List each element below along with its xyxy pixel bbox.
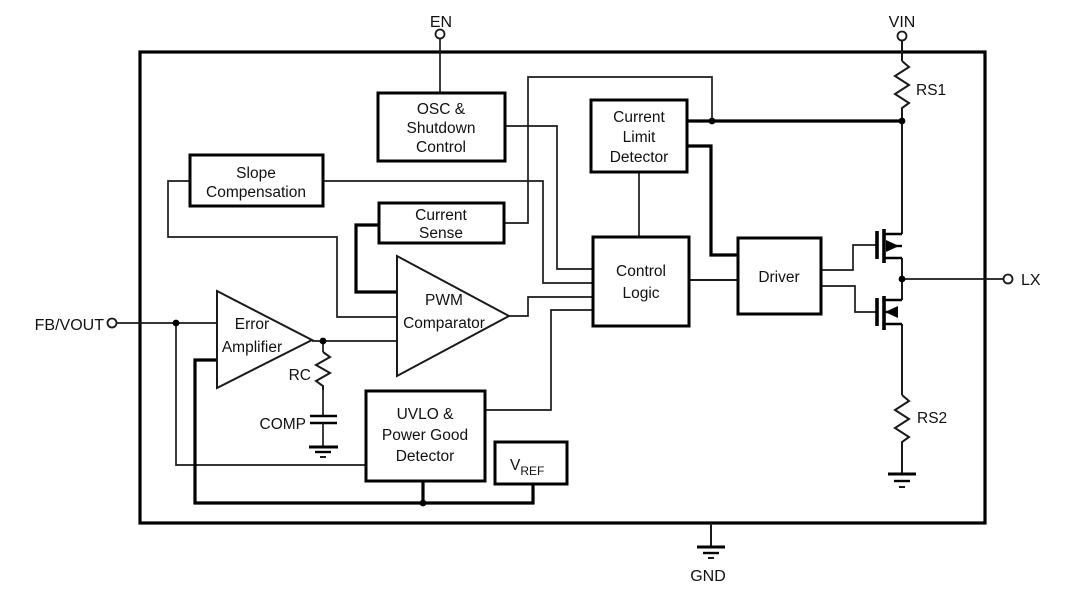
- pin-lx-label: LX: [1021, 272, 1041, 289]
- block-label: Detector: [610, 149, 669, 166]
- ground-symbol-gnd-pin: [697, 545, 725, 559]
- wires: [117, 39, 1003, 547]
- thick-wires: [193, 119, 902, 505]
- pin-vin-terminal: [896, 30, 908, 42]
- block-slope-compensation: Slope Compensation: [188, 153, 325, 208]
- block-label: Compensation: [206, 184, 306, 201]
- wire-driver-to-top-gate: [821, 244, 877, 271]
- block-driver: Driver: [736, 236, 823, 316]
- block-osc-shutdown-control: OSC & Shutdown Control: [376, 91, 507, 163]
- block-label: Current: [415, 207, 467, 224]
- block-label: Detector: [396, 448, 455, 465]
- vref-main-text: V: [510, 457, 521, 474]
- mosfet-arrow-right: [886, 240, 899, 252]
- ic-boundary-box: [138, 50, 987, 525]
- resistor-rc: [313, 351, 333, 390]
- block-label: Limit: [623, 129, 656, 146]
- block-label: OSC &: [417, 101, 466, 118]
- block-current-limit-detector: Current Limit Detector: [589, 98, 689, 174]
- block-label: Amplifier: [222, 339, 282, 356]
- rs1-label: RS1: [916, 82, 946, 99]
- vref-subscript-text: REF: [520, 464, 544, 478]
- block-label: Power Good: [382, 427, 468, 444]
- amplifier-triangles: Error Amplifier PWM Comparator: [216, 254, 512, 390]
- comp-label: COMP: [260, 416, 307, 433]
- resistor-rs1: [893, 60, 911, 121]
- blocks: OSC & Shutdown Control Slope Compensatio…: [188, 91, 823, 486]
- wire-current-limit-to-driver: [687, 144, 738, 257]
- compensation-network: [309, 351, 338, 458]
- junction-dots: [172, 117, 906, 507]
- block-label: Shutdown: [407, 120, 476, 137]
- block-control-logic: Control Logic: [591, 235, 691, 328]
- junction-dot: [172, 319, 180, 327]
- block-vref: VREF: [493, 440, 569, 486]
- block-label: Driver: [758, 269, 799, 286]
- pin-fb-vout: FB/VOUT: [35, 317, 118, 334]
- ground-symbol-rs2: [888, 472, 916, 488]
- block-label: Logic: [622, 285, 659, 302]
- wire-pwm-to-control-logic: [509, 296, 593, 317]
- block-label: PWM: [425, 292, 463, 309]
- pin-en-terminal: [434, 28, 446, 40]
- block-error-amplifier: Error Amplifier: [216, 289, 315, 390]
- mosfet-high-side: [875, 229, 902, 263]
- ground-symbol-comp: [309, 445, 338, 458]
- resistor-rs2: [893, 394, 911, 474]
- wire-current-sense-to-rs1-node: [505, 76, 713, 224]
- wire-vref-to-error-amp: [193, 358, 535, 505]
- pin-gnd: GND: [690, 568, 726, 585]
- wire-driver-to-bottom-gate: [821, 285, 877, 313]
- block-label: Control: [416, 139, 466, 156]
- junction-dot: [898, 117, 906, 125]
- pin-en-label: EN: [430, 14, 452, 31]
- block-label: Slope: [236, 165, 276, 182]
- pin-fb-terminal: [106, 317, 118, 329]
- block-label: Current: [613, 109, 665, 126]
- wire-fb-to-uvlo: [175, 323, 366, 466]
- junction-dot: [708, 117, 716, 125]
- wire-slope-to-pwm: [167, 180, 397, 318]
- junction-dot: [419, 499, 427, 507]
- block-label: Comparator: [403, 315, 485, 332]
- pins: EN VIN FB/VOUT LX GND: [35, 14, 1041, 585]
- rs2-label: RS2: [917, 410, 947, 427]
- pin-lx: LX: [1002, 272, 1041, 289]
- rc-label: RC: [289, 367, 311, 384]
- block-pwm-comparator: PWM Comparator: [396, 254, 512, 378]
- power-stage: [875, 60, 916, 488]
- block-label: UVLO &: [397, 406, 455, 423]
- wire-osc-to-control-logic: [505, 125, 593, 270]
- block-current-sense: Current Sense: [377, 201, 506, 245]
- pin-vin: VIN: [889, 14, 916, 42]
- part-labels: RS1 RS2 RC COMP: [260, 82, 948, 433]
- block-label: Error: [235, 316, 269, 333]
- junction-dot: [319, 337, 327, 345]
- pin-en: EN: [430, 14, 452, 40]
- block-label: Sense: [419, 225, 463, 242]
- wire-slope-to-control-logic: [323, 180, 593, 284]
- pin-lx-terminal: [1002, 273, 1014, 285]
- vref-label: VREF: [510, 457, 544, 478]
- mosfet-arrow-left: [885, 306, 898, 318]
- block-label: Control: [616, 263, 666, 280]
- junction-dot: [898, 275, 906, 283]
- mosfet-low-side: [875, 296, 902, 330]
- pin-gnd-label: GND: [690, 568, 726, 585]
- pin-vin-label: VIN: [889, 14, 916, 31]
- wire-current-sense-to-pwm: [354, 223, 397, 294]
- wire-uvlo-to-control-logic: [485, 309, 593, 411]
- pin-fb-label: FB/VOUT: [35, 317, 105, 334]
- block-uvlo-power-good: UVLO & Power Good Detector: [364, 389, 487, 483]
